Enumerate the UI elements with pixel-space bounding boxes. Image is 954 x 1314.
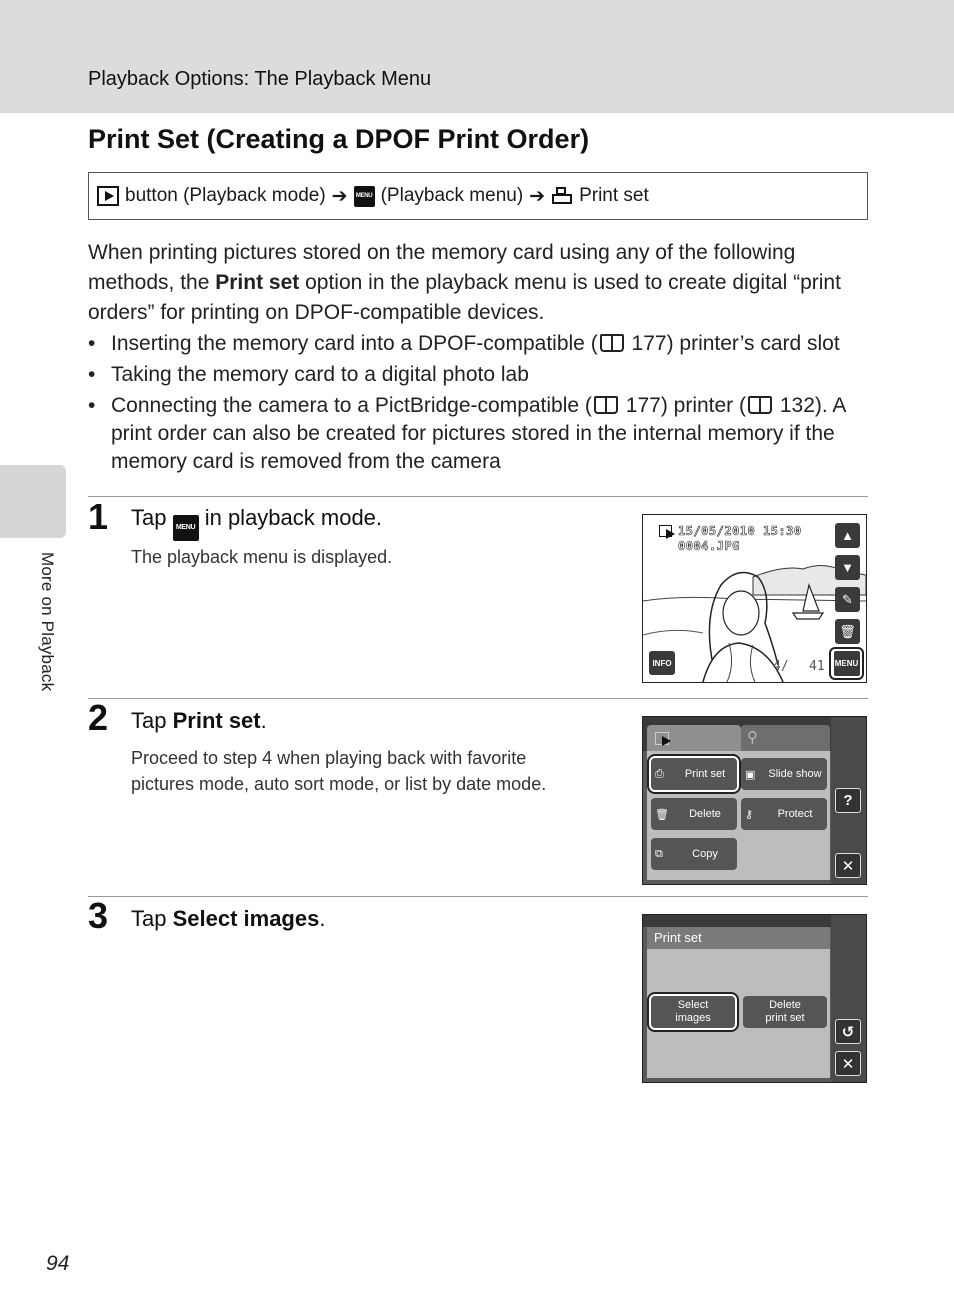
image-count: 4/: [773, 659, 789, 674]
trash-icon: 🗑: [839, 623, 856, 639]
navigation-path: button (Playback mode) ➔ MENU (Playback …: [88, 172, 868, 220]
page-number: 94: [46, 1252, 70, 1275]
book-icon: [748, 396, 772, 414]
arrow-icon: ➔: [529, 185, 546, 207]
screen-playback-menu: ⚲ ⎙Print set ▣Slide show 🗑Delete ⚷Protec…: [642, 716, 867, 885]
intro-paragraph: When printing pictures stored on the mem…: [88, 241, 841, 324]
step-number: 2: [88, 697, 109, 738]
step-title: Tap Select images.: [131, 906, 326, 931]
back-button[interactable]: ↺: [835, 1019, 861, 1044]
divider: [88, 896, 868, 897]
print-icon: [552, 187, 573, 204]
trash-icon: 🗑: [655, 808, 669, 821]
menu-icon: MENU: [172, 515, 199, 541]
step-title: Tap Print set.: [131, 708, 267, 733]
list-item: Connecting the camera to a PictBridge-co…: [88, 392, 868, 476]
nav-print-label: Print set: [579, 185, 649, 206]
triangle-down-icon: ▼: [841, 560, 854, 575]
print-set-button[interactable]: ⎙Print set: [649, 756, 739, 792]
photo-filename: 0004.JPG: [678, 539, 740, 554]
delete-button[interactable]: 🗑: [835, 619, 860, 644]
page-title: Print Set (Creating a DPOF Print Order): [88, 124, 590, 154]
image-total: 41: [809, 659, 825, 674]
screen-playback: 15/05/2010 15:30 0004.JPG ▲ ▼ ✎ 🗑 INFO 4…: [642, 514, 867, 683]
tab-playback[interactable]: [647, 725, 741, 751]
menu-icon: MENU: [353, 185, 375, 207]
photo-datetime: 15/05/2010 15:30: [678, 524, 802, 539]
header-band: [0, 0, 954, 113]
play-icon: [659, 525, 675, 539]
copy-icon: ⧉: [655, 847, 663, 860]
step-number: 3: [88, 895, 109, 936]
triangle-up-icon: ▲: [841, 528, 854, 543]
section-header: Playback Options: The Playback Menu: [88, 68, 432, 90]
arrow-icon: ➔: [331, 185, 348, 207]
key-icon: ⚷: [745, 808, 754, 821]
scroll-down-button[interactable]: ▼: [835, 555, 860, 580]
step-description: Proceed to step 4 when playing back with…: [131, 748, 547, 794]
menu-button[interactable]: MENU: [829, 647, 864, 680]
close-button[interactable]: ✕: [835, 853, 861, 878]
print-icon: ⎙: [655, 767, 664, 780]
tab-setup[interactable]: ⚲: [741, 725, 830, 751]
book-icon: [593, 396, 618, 414]
step-number: 1: [88, 496, 109, 537]
side-label: More on Playback: [38, 552, 57, 692]
help-button[interactable]: ?: [835, 788, 861, 813]
list-item: Taking the memory card to a digital phot…: [88, 361, 868, 389]
slide-show-button[interactable]: ▣Slide show: [741, 758, 827, 790]
print-set-header: Print set: [647, 927, 830, 949]
bullet-list: Inserting the memory card into a DPOF-co…: [88, 330, 868, 479]
list-item: Inserting the memory card into a DPOF-co…: [88, 330, 868, 358]
info-button[interactable]: INFO: [649, 651, 675, 675]
nav-play-label: button (Playback mode): [125, 185, 326, 206]
scroll-up-button[interactable]: ▲: [835, 523, 860, 548]
protect-button[interactable]: ⚷Protect: [741, 798, 827, 830]
menu-icon: MENU: [833, 651, 860, 676]
side-tab: [0, 465, 66, 538]
wrench-icon: ⚲: [747, 729, 758, 746]
step-description: The playback menu is displayed.: [131, 547, 393, 567]
divider: [88, 496, 868, 497]
edit-button[interactable]: ✎: [835, 587, 860, 612]
play-icon: [655, 732, 671, 746]
step-title: Tap MENU in playback mode.: [131, 505, 382, 541]
copy-button[interactable]: ⧉Copy: [651, 838, 737, 870]
book-icon: [599, 334, 624, 352]
delete-button[interactable]: 🗑Delete: [651, 798, 737, 830]
divider: [88, 698, 868, 699]
close-button[interactable]: ✕: [835, 1051, 861, 1076]
edit-icon: ✎: [842, 591, 853, 607]
nav-menu-label: (Playback menu): [380, 185, 524, 206]
tab-strip: [643, 915, 831, 927]
play-icon: [97, 186, 119, 206]
slideshow-icon: ▣: [745, 768, 756, 781]
